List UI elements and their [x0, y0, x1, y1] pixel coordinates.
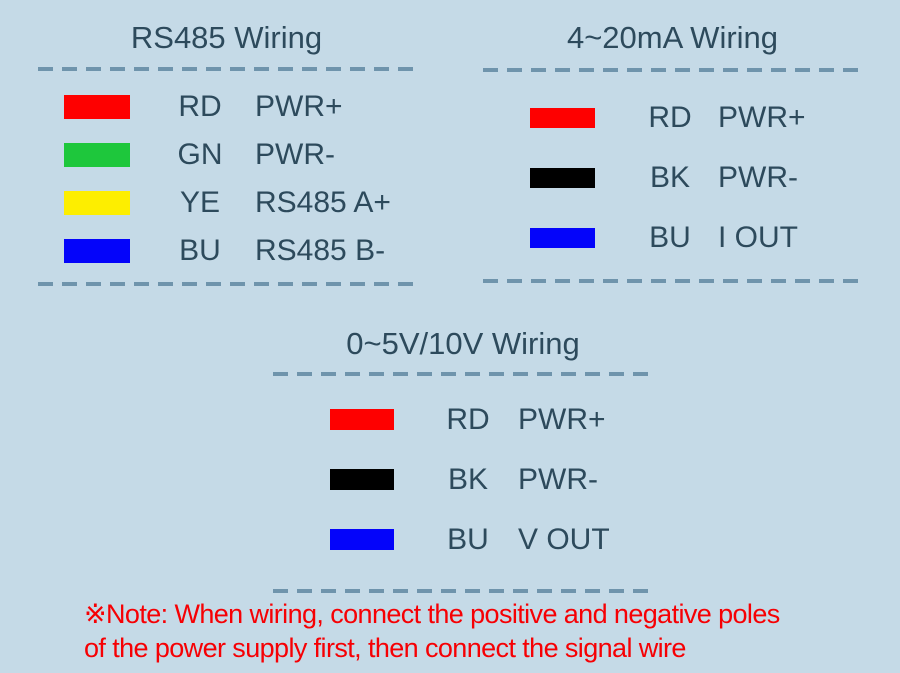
wire-code-label: RD	[446, 403, 490, 436]
wire-signal-label: PWR-	[518, 463, 598, 496]
wire-row: BU RS485 B-	[38, 233, 415, 269]
red-wire-swatch	[64, 95, 130, 119]
wire-row: BK PWR-	[483, 160, 862, 196]
wire-signal-label: PWR+	[255, 90, 343, 123]
green-wire-swatch	[64, 143, 130, 167]
wire-row: RD PWR+	[38, 89, 415, 125]
dashed-divider-bottom	[273, 589, 653, 593]
wire-code-label: BU	[447, 523, 489, 556]
red-wire-swatch	[530, 108, 595, 128]
wire-row: GN PWR-	[38, 137, 415, 173]
wire-signal-label: V OUT	[518, 523, 610, 556]
wire-signal-label: RS485 B-	[255, 234, 386, 267]
section-title-0-5v-10v: 0~5V/10V Wiring	[346, 326, 580, 361]
voltage-0-5v-10v-wiring-section: 0~5V/10V Wiring RD PWR+ BK PWR- BU V OUT	[273, 306, 653, 606]
wire-code-label: BU	[179, 234, 221, 267]
wire-row: RD PWR+	[483, 100, 862, 136]
wire-signal-label: PWR-	[718, 161, 798, 194]
wire-signal-label: PWR-	[255, 138, 335, 171]
wire-row: RD PWR+	[273, 402, 653, 438]
blue-wire-swatch	[330, 529, 394, 550]
dashed-divider-bottom	[483, 279, 862, 283]
wire-code-label: BK	[447, 463, 489, 496]
wire-row: YE RS485 A+	[38, 185, 415, 221]
wiring-note-line-1: ※Note: When wiring, connect the positive…	[84, 599, 780, 629]
wire-signal-label: PWR+	[518, 403, 606, 436]
wire-code-label: YE	[179, 186, 221, 219]
black-wire-swatch	[330, 469, 394, 490]
section-title-4-20ma: 4~20mA Wiring	[566, 20, 779, 55]
wire-code-label: BK	[649, 161, 691, 194]
dashed-divider-top	[273, 372, 653, 376]
dashed-divider-bottom	[38, 282, 415, 286]
wiring-note: ※Note: When wiring, connect the positive…	[84, 597, 780, 665]
dashed-divider-top	[38, 67, 415, 71]
wire-row: BK PWR-	[273, 462, 653, 498]
dashed-divider-top	[483, 68, 862, 72]
wire-row: BU I OUT	[483, 220, 862, 256]
rs485-wiring-section: RS485 Wiring RD PWR+ GN PWR- YE RS485 A+…	[38, 0, 415, 300]
wire-code-label: RD	[648, 101, 692, 134]
wire-code-label: GN	[177, 138, 223, 171]
red-wire-swatch	[330, 409, 394, 430]
wire-signal-label: RS485 A+	[255, 186, 391, 219]
wire-signal-label: I OUT	[718, 221, 798, 254]
wire-signal-label: PWR+	[718, 101, 806, 134]
blue-wire-swatch	[64, 239, 130, 263]
wire-row: BU V OUT	[273, 522, 653, 558]
black-wire-swatch	[530, 168, 595, 188]
blue-wire-swatch	[530, 228, 595, 248]
wiring-note-line-2: of the power supply first, then connect …	[84, 633, 686, 663]
section-title-rs485: RS485 Wiring	[130, 20, 323, 55]
wire-code-label: BU	[649, 221, 691, 254]
yellow-wire-swatch	[64, 191, 130, 215]
wire-code-label: RD	[178, 90, 222, 123]
current-4-20ma-wiring-section: 4~20mA Wiring RD PWR+ BK PWR- BU I OUT	[483, 0, 862, 300]
